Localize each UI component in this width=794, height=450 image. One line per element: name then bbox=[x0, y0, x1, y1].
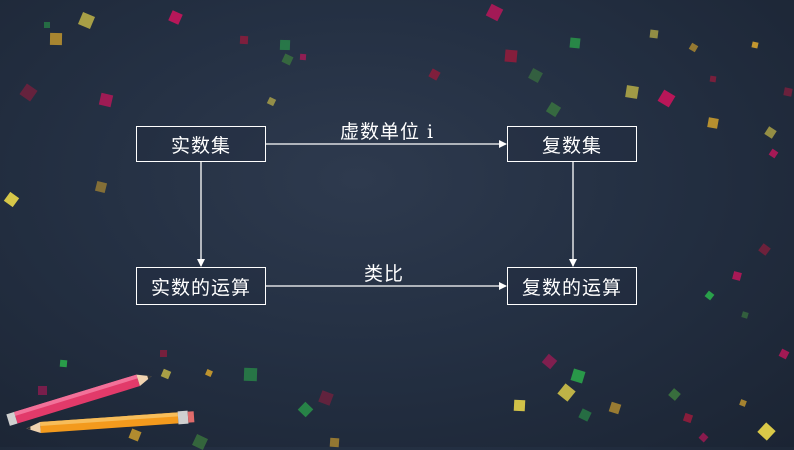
confetti-square bbox=[44, 22, 50, 28]
pencils-decoration bbox=[6, 374, 195, 433]
node-real-ops: 实数的运算 bbox=[136, 267, 266, 305]
orange-pencil-icon bbox=[26, 410, 195, 433]
confetti-square bbox=[38, 386, 47, 395]
node-complex-set: 复数集 bbox=[507, 126, 637, 162]
edge-label-bottom: 类比 bbox=[364, 263, 405, 285]
node-complex-ops: 复数的运算 bbox=[507, 267, 637, 305]
edge-label-top: 虚数单位 i bbox=[340, 121, 435, 143]
pink-pencil-icon bbox=[6, 374, 152, 426]
node-real-set: 实数集 bbox=[136, 126, 266, 162]
